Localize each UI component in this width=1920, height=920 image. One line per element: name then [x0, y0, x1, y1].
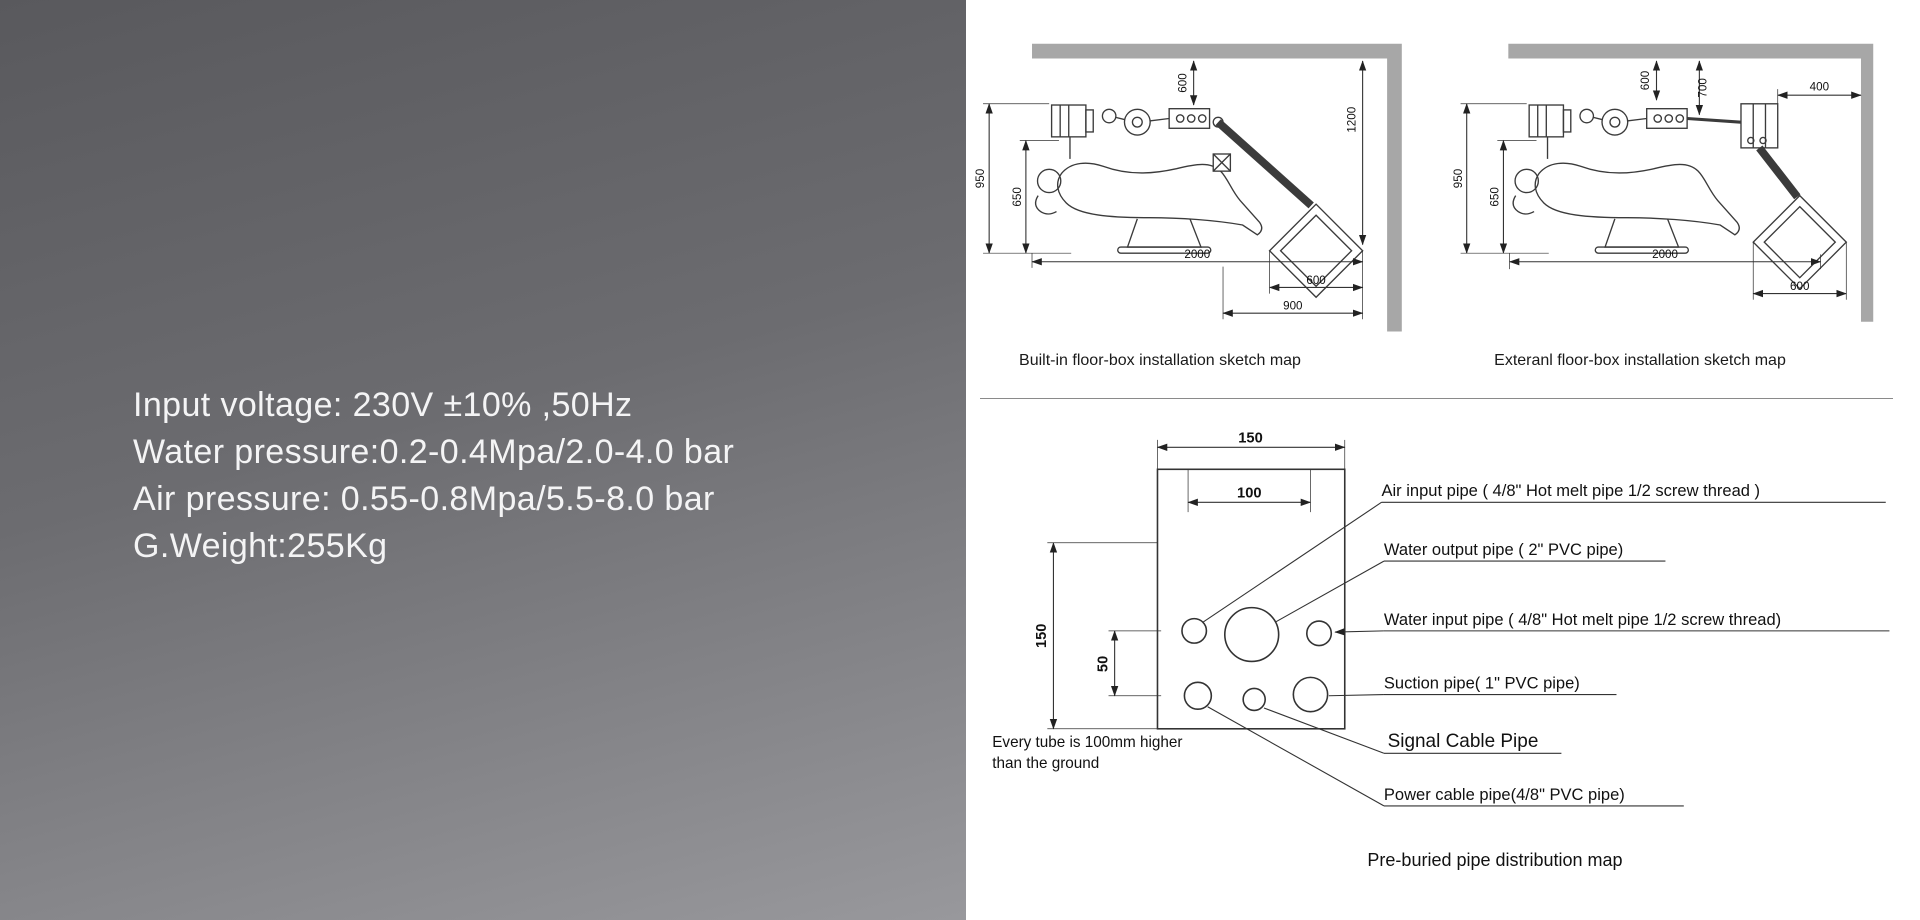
sketch-builtin: 600 1200 950 650 2000 600 900 — [974, 43, 1402, 332]
dim-950-left: 950 — [974, 168, 987, 188]
pipe-label-power: Power cable pipe(4/8" PVC pipe) — [1207, 706, 1684, 807]
svg-text:than the ground: than the ground — [992, 755, 1099, 772]
floor-box-external — [1687, 103, 1848, 290]
dim-600-top: 600 — [1176, 73, 1189, 93]
dim-700-top: 700 — [1697, 78, 1710, 98]
dim-900-bottom: 900 — [1283, 300, 1303, 313]
svg-text:Water output pipe ( 2" PVC pip: Water output pipe ( 2" PVC pipe) — [1384, 540, 1623, 559]
pipe-dim-inner-100: 100 — [1237, 485, 1261, 501]
installation-sketches-svg: 600 1200 950 650 2000 600 900 — [974, 43, 1874, 332]
pipe-dim-left-150: 150 — [1034, 624, 1050, 648]
dim-650-left: 650 — [1489, 187, 1502, 207]
svg-text:Every tube is 100mm higher: Every tube is 100mm higher — [992, 734, 1182, 751]
pipe-label-suction: Suction pipe( 1" PVC pipe) — [1328, 673, 1617, 697]
pipe-dim-top-150: 150 — [1238, 431, 1262, 446]
pipe-hole-suction — [1292, 676, 1329, 713]
svg-text:Suction pipe( 1" PVC pipe): Suction pipe( 1" PVC pipe) — [1384, 673, 1580, 692]
spec-line-air-pressure: Air pressure: 0.55-0.8Mpa/5.5-8.0 bar — [133, 480, 715, 518]
spec-line-input-voltage: Input voltage: 230V ±10% ,50Hz — [133, 386, 633, 424]
spec-text-block: Input voltage: 230V ±10% ,50Hz Water pre… — [133, 382, 734, 570]
pipe-map-dims — [1047, 439, 1346, 730]
dim-600-bottom: 600 — [1790, 280, 1810, 293]
pipe-distribution-svg: 150 100 150 50 Air input pipe ( 4/8" Hot… — [992, 431, 1890, 807]
pipe-label-water-output: Water output pipe ( 2" PVC pipe) — [1274, 540, 1666, 623]
dental-chair-drawing — [1512, 104, 1740, 254]
pipe-map-note: Every tube is 100mm higher than the grou… — [992, 734, 1182, 772]
pipe-hole-signal — [1242, 687, 1266, 712]
spec-line-water-pressure: Water pressure:0.2-0.4Mpa/2.0-4.0 bar — [133, 433, 735, 471]
dims-external — [1460, 60, 1862, 300]
dim-1200-right: 1200 — [1345, 106, 1358, 132]
floor-box-outline — [1156, 468, 1346, 730]
pipe-dim-inner-50: 50 — [1095, 656, 1111, 672]
dims-builtin — [983, 60, 1367, 320]
sketch-external: 600 700 400 950 650 2000 600 — [1452, 43, 1874, 322]
dim-2000-bottom: 2000 — [1184, 248, 1210, 261]
pipe-label-water-input: Water input pipe ( 4/8" Hot melt pipe 1/… — [1334, 610, 1890, 636]
dim-950-left: 950 — [1452, 168, 1465, 188]
caption-pipe-map: Pre-buried pipe distribution map — [1367, 850, 1623, 870]
dim-2000-bottom: 2000 — [1652, 248, 1678, 261]
pipe-label-signal: Signal Cable Pipe — [1263, 707, 1562, 754]
pipe-label-air-input: Air input pipe ( 4/8" Hot melt pipe 1/2 … — [1202, 481, 1886, 623]
pipe-hole-water-input — [1306, 620, 1333, 647]
dim-400-top: 400 — [1810, 80, 1830, 93]
dim-600-top: 600 — [1639, 70, 1652, 90]
caption-external-sketch: Exteranl floor-box installation sketch m… — [1494, 352, 1786, 369]
pipe-hole-air-input — [1181, 617, 1208, 644]
svg-text:Air input pipe ( 4/8" Hot melt: Air input pipe ( 4/8" Hot melt pipe 1/2 … — [1381, 481, 1760, 500]
floor-box-builtin — [1212, 116, 1364, 299]
svg-text:Water input pipe ( 4/8" Hot me: Water input pipe ( 4/8" Hot melt pipe 1/… — [1384, 610, 1781, 629]
pipe-hole-water-output — [1224, 606, 1280, 663]
svg-text:Signal Cable Pipe: Signal Cable Pipe — [1388, 731, 1539, 752]
pipe-hole-power — [1183, 681, 1213, 711]
left-gradient-panel: Input voltage: 230V ±10% ,50Hz Water pre… — [0, 0, 966, 920]
dim-600-bottom: 600 — [1306, 274, 1326, 287]
section-divider — [980, 398, 1893, 399]
spec-line-gross-weight: G.Weight:255Kg — [133, 527, 388, 565]
caption-builtin-sketch: Built-in floor-box installation sketch m… — [1019, 352, 1301, 369]
wall-builtin — [1032, 43, 1402, 332]
svg-text:Power cable pipe(4/8" PVC pipe: Power cable pipe(4/8" PVC pipe) — [1384, 785, 1625, 804]
dim-650-left: 650 — [1011, 187, 1024, 207]
